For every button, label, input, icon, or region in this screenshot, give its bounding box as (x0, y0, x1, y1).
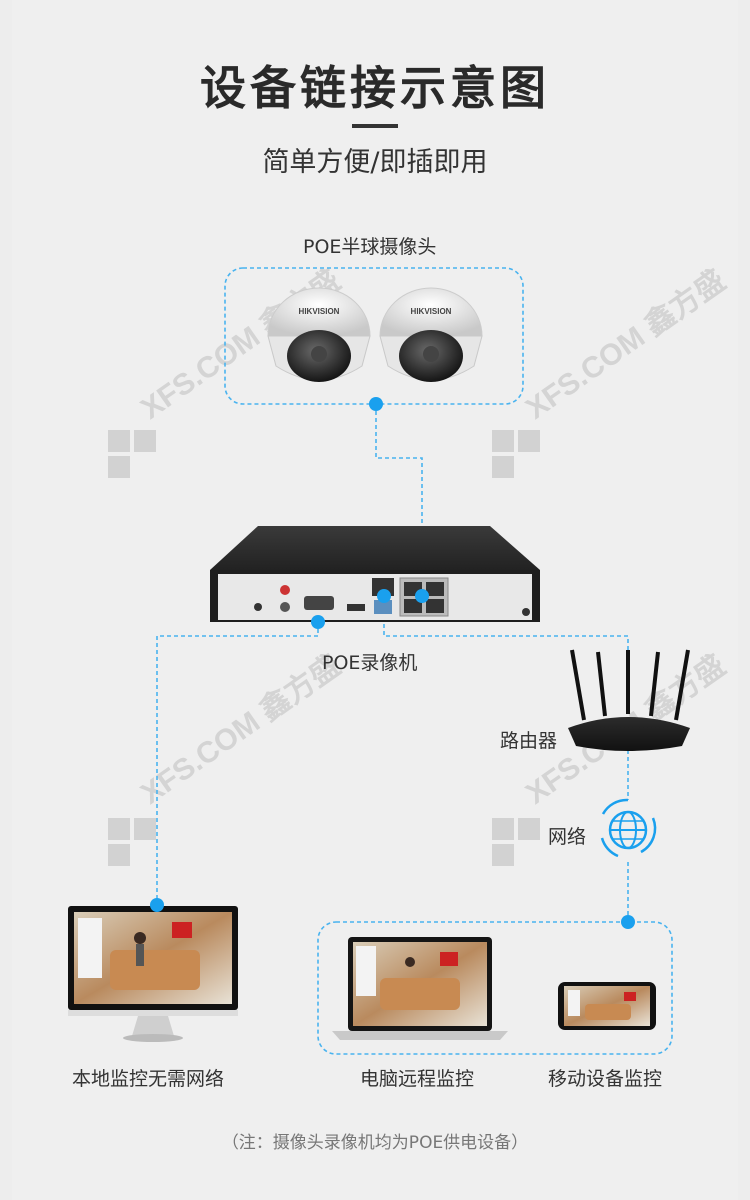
network-label: 网络 (548, 826, 587, 848)
router-label: 路由器 (500, 730, 558, 752)
nvr-label: POE录像机 (322, 652, 418, 674)
watermark-logo (492, 430, 540, 478)
dome-camera-icon: HIKVISION (267, 287, 371, 382)
watermark-logo (492, 818, 540, 866)
connection-dot (369, 397, 383, 411)
watermark-logo (108, 818, 156, 866)
connection-dot (311, 615, 325, 629)
globe-icon (600, 798, 657, 858)
phone-label: 移动设备监控 (548, 1068, 663, 1090)
watermark-text: XFS.COM 鑫方盛 (520, 263, 732, 426)
monitor-label: 本地监控无需网络 (72, 1068, 225, 1090)
footer-note: （注：摄像头录像机均为POE供电设备） (221, 1133, 529, 1153)
laptop-label: 电脑远程监控 (360, 1068, 475, 1090)
cameras-label: POE半球摄像头 (303, 236, 437, 258)
watermark-text: XFS.COM 鑫方盛 (135, 648, 347, 811)
page-subtitle: 简单方便/即插即用 (262, 147, 488, 178)
connection-dot (377, 589, 391, 603)
laptop-icon (332, 937, 508, 1040)
phone-icon (558, 982, 656, 1030)
connection-dot (415, 589, 429, 603)
connection-dot (621, 915, 635, 929)
dome-camera-icon: HIKVISION (379, 287, 483, 382)
title-underline (352, 124, 398, 128)
monitor-icon (68, 906, 238, 1042)
nvr-to-router-line (383, 596, 629, 650)
svg-text:HIKVISION: HIKVISION (411, 307, 452, 316)
router-icon (568, 649, 690, 751)
nvr-recorder-icon (210, 526, 540, 622)
watermark-logo (108, 430, 156, 478)
page-title: 设备链接示意图 (200, 61, 550, 115)
remote-group-box (317, 921, 673, 1055)
connection-dot (150, 898, 164, 912)
svg-text:HIKVISION: HIKVISION (299, 307, 340, 316)
